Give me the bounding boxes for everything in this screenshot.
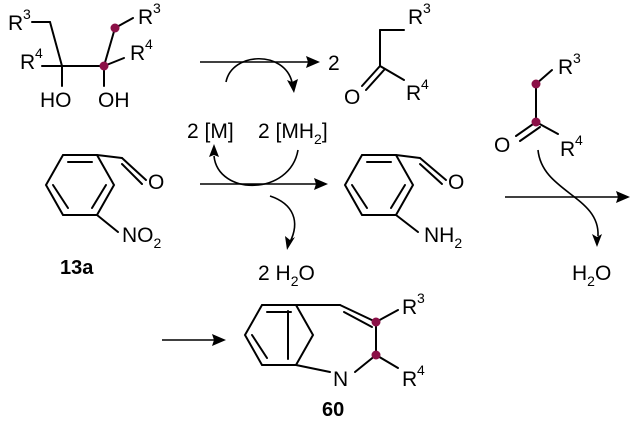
amino-group-label: NH2 xyxy=(424,224,462,251)
svg-text:3: 3 xyxy=(423,0,431,16)
r3-label: R xyxy=(408,6,423,29)
nitrobenzaldehyde-structure: O NO2 13a xyxy=(44,154,164,279)
r3-label: R xyxy=(8,12,23,35)
hydroxyl-label: HO xyxy=(40,89,72,112)
highlight-dot xyxy=(371,350,381,360)
r3-label: R xyxy=(558,56,573,79)
stoichiometry-coefficient: 2 xyxy=(328,52,340,75)
ketone-structure: 2 R 3 O R 4 xyxy=(328,0,431,109)
carbonyl-oxygen-label: O xyxy=(344,86,360,109)
svg-text:4: 4 xyxy=(417,362,425,378)
condensation-arrow: H2O xyxy=(505,149,630,289)
quinoline-structure: N R 3 R 4 60 xyxy=(243,290,425,421)
svg-text:4: 4 xyxy=(35,45,43,61)
highlight-dot xyxy=(531,117,541,127)
highlight-dot xyxy=(371,317,381,327)
svg-text:4: 4 xyxy=(421,76,429,92)
nitrogen-label: N xyxy=(333,368,348,391)
hydroxyl-label: OH xyxy=(98,89,130,112)
svg-text:3: 3 xyxy=(153,0,161,16)
compound-label-13a: 13a xyxy=(60,257,94,279)
r3-label: R xyxy=(402,296,417,319)
r3-label: R xyxy=(138,6,153,29)
r4-label: R xyxy=(560,138,575,161)
svg-text:3: 3 xyxy=(417,290,425,306)
final-arrow xyxy=(162,334,226,346)
compound-label-60: 60 xyxy=(322,399,344,421)
nitro-group-label: NO2 xyxy=(122,224,162,251)
aminobenzaldehyde-structure: O NH2 xyxy=(343,154,464,251)
r4-label: R xyxy=(130,42,145,65)
diol-structure: R 3 R 4 HO OH R 3 R 4 xyxy=(8,0,161,112)
aldehyde-oxygen-label: O xyxy=(448,171,464,194)
r4-label: R xyxy=(20,51,35,74)
ketone-reagent-structure: R 3 O R 4 xyxy=(494,50,583,161)
highlight-dot xyxy=(531,79,541,89)
reduction-arrow xyxy=(200,178,328,190)
svg-text:4: 4 xyxy=(145,36,153,52)
svg-text:3: 3 xyxy=(573,50,581,66)
catalytic-cycle: 2 [M] 2 [MH2] 2 H2O xyxy=(187,56,328,289)
carbonyl-oxygen-label: O xyxy=(494,134,510,157)
metal-hydride-label: 2 [MH2] xyxy=(258,120,328,147)
water-byproduct-label: 2 H2O xyxy=(258,262,315,289)
water-byproduct-label: H2O xyxy=(572,262,611,289)
highlight-dot xyxy=(99,61,109,71)
r4-label: R xyxy=(402,368,417,391)
highlight-dot xyxy=(110,23,120,33)
r4-label: R xyxy=(406,82,421,105)
svg-text:4: 4 xyxy=(575,132,583,148)
metal-catalyst-label: 2 [M] xyxy=(187,120,234,143)
svg-text:3: 3 xyxy=(23,6,31,22)
aldehyde-oxygen-label: O xyxy=(148,171,164,194)
